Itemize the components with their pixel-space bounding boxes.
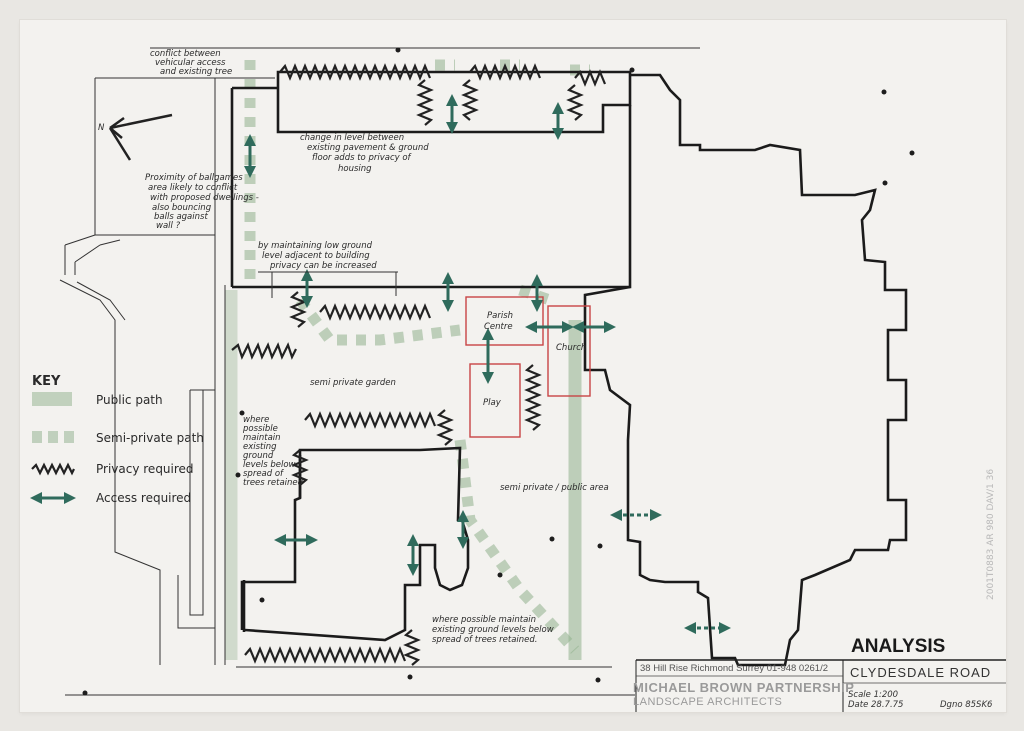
legend-semi-swatch [32, 431, 74, 443]
note-low-3: privacy can be increased [269, 261, 377, 271]
buildings [230, 70, 908, 667]
access-arrows [244, 94, 731, 634]
note-level-4: housing [338, 164, 372, 174]
legend: KEY Public path Semi-private path Privac… [30, 374, 204, 505]
note-ball-4: also bouncing [152, 203, 212, 213]
firm-name: MICHAEL BROWN PARTNERSHIP [633, 680, 854, 695]
title-block: ANALYSIS 38 Hill Rise Richmond Surrey 01… [633, 636, 1006, 712]
note-conflict-3: and existing tree [160, 67, 232, 77]
legend-public-swatch [32, 392, 72, 406]
legend-semi-label: Semi-private path [96, 431, 204, 445]
address: 38 Hill Rise Richmond Surrey 01-948 0261… [640, 663, 828, 674]
note-where-1: where [243, 415, 269, 425]
public-paths [224, 290, 582, 660]
firm-subtitle: LANDSCAPE ARCHITECTS [633, 696, 782, 708]
note-where-5: ground [243, 451, 274, 461]
note-level-3: floor adds to privacy of [312, 153, 413, 163]
date: Date 28.7.75 [848, 700, 903, 710]
play-box [469, 363, 521, 438]
note-where-4: existing [243, 442, 277, 452]
note-level-1: change in level between [300, 133, 404, 143]
project-name: CLYDESDALE ROAD [850, 665, 991, 680]
note-bottom-1: where possible maintain [432, 615, 536, 625]
site-boundary-lines [59, 47, 700, 696]
parish-label: Parish [487, 311, 513, 321]
privacy-zigzags [231, 63, 607, 666]
garden-label: semi private garden [310, 378, 396, 388]
note-ball-3: with proposed dwellings - [150, 193, 259, 203]
existing-trees [82, 47, 915, 696]
note-level-2: existing pavement & ground [307, 143, 429, 153]
church-label: Church [556, 343, 586, 353]
scale: Scale 1:200 [848, 690, 898, 700]
annotations: conflict between vehicular access and ex… [145, 49, 609, 645]
note-where-3: maintain [243, 433, 281, 443]
church-box [547, 305, 591, 397]
north-label: N [98, 123, 105, 133]
note-conflict-1: conflict between [150, 49, 221, 59]
note-where-7: spread of [243, 469, 285, 479]
legend-privacy-swatch [31, 462, 75, 476]
drawing-sheet [20, 20, 1006, 712]
parish-centre-box [465, 296, 544, 346]
note-conflict-2: vehicular access [155, 58, 226, 68]
public-area-label: semi private / public area [500, 483, 609, 493]
semi-private-paths [244, 59, 590, 654]
note-bottom-3: spread of trees retained. [432, 635, 538, 645]
play-label: Play [483, 398, 502, 408]
note-ball-5: balls against [154, 212, 208, 222]
legend-access-label: Access required [96, 491, 191, 505]
legend-title: KEY [32, 374, 61, 389]
note-where-8: trees retained [243, 478, 304, 488]
note-where-6: levels below [243, 460, 296, 470]
note-low-1: by maintaining low ground [258, 241, 373, 251]
legend-privacy-label: Privacy required [96, 462, 194, 476]
drawing-number: Dgno 85SK6 [940, 700, 993, 710]
note-ball-1: Proximity of ballgames [145, 173, 243, 183]
drawing-title: ANALYSIS [851, 636, 945, 657]
legend-public-label: Public path [96, 393, 163, 407]
note-bottom-2: existing ground levels below [432, 625, 554, 635]
note-where-2: possible [242, 424, 278, 434]
centre-label: Centre [484, 322, 513, 332]
note-ball-2: area likely to conflict [148, 183, 238, 193]
archive-reference: 2001T0883 AR 980 DAV/1 36 [986, 469, 996, 600]
note-low-2: level adjacent to building [262, 251, 370, 261]
north-arrow: N [98, 113, 173, 161]
note-ball-6: wall ? [156, 221, 181, 231]
